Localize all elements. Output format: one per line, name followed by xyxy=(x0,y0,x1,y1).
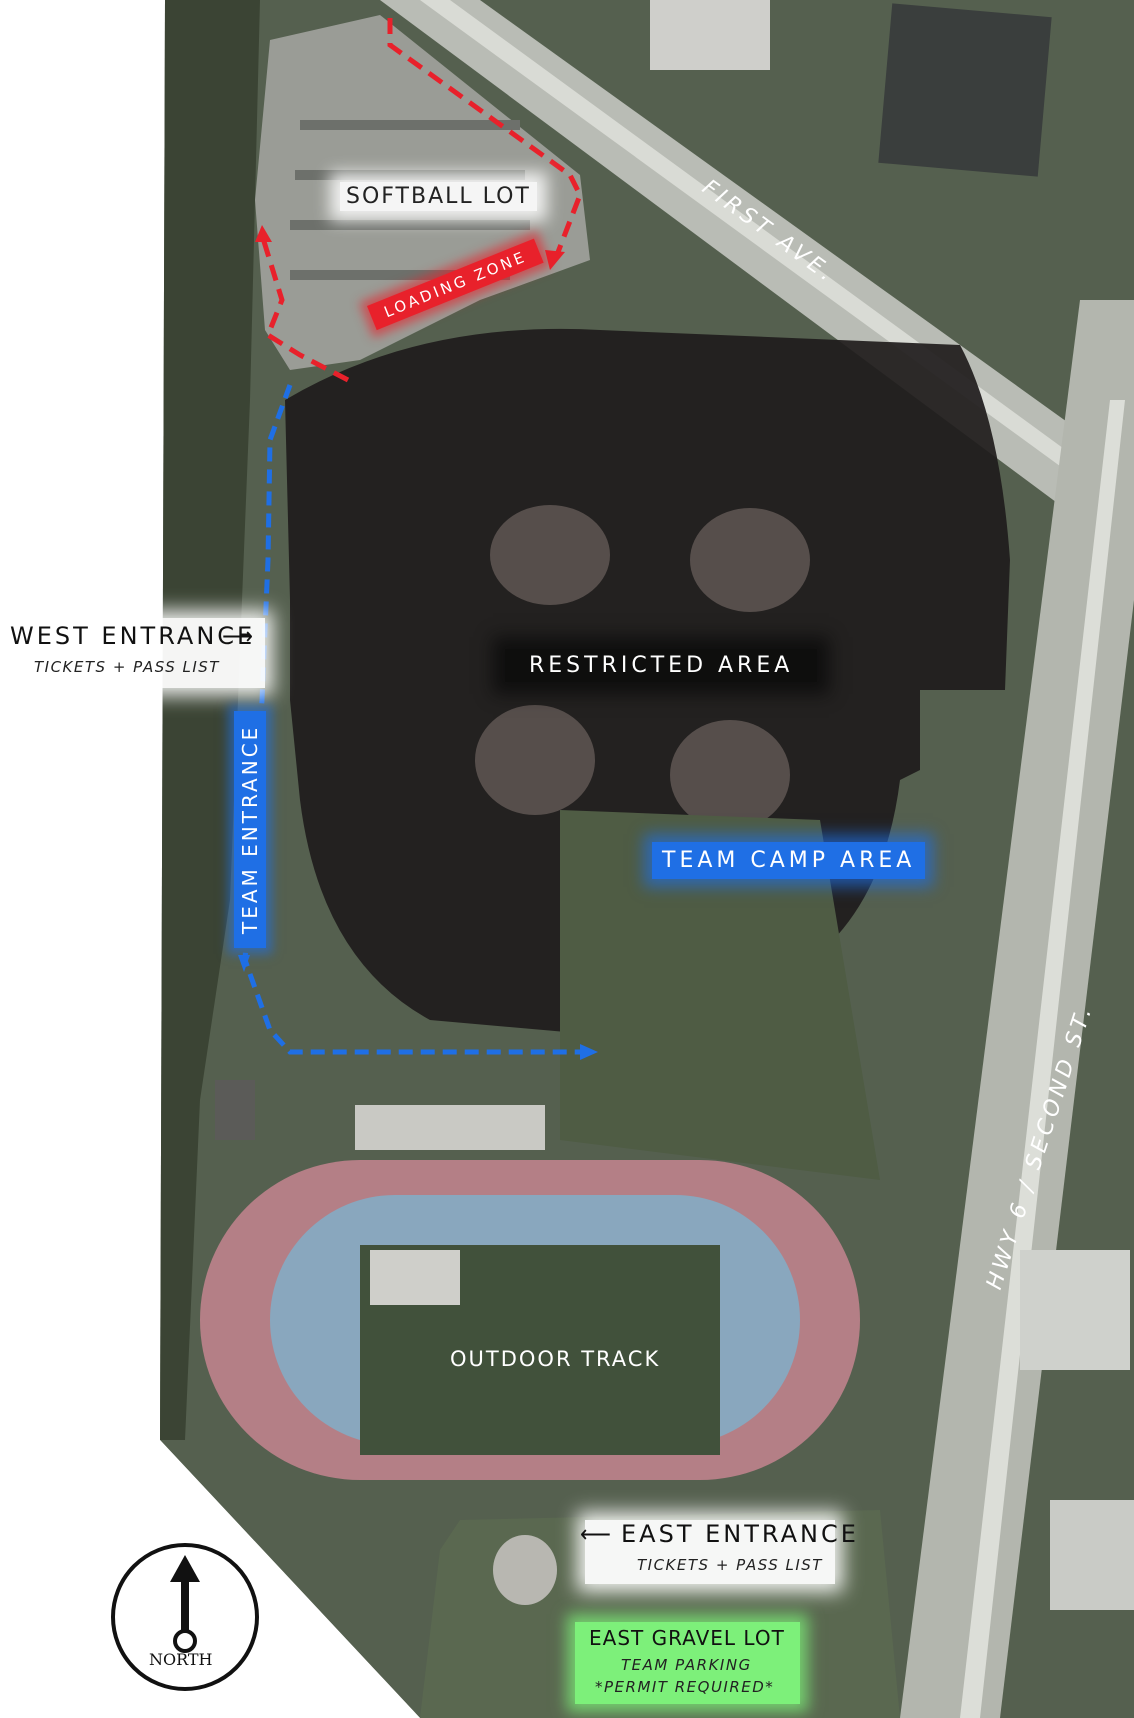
team-camp-area-label: TEAM CAMP AREA xyxy=(652,842,926,879)
north-label: NORTH xyxy=(149,1650,213,1669)
east-gravel-lot-label: EAST GRAVEL LOT xyxy=(589,1626,785,1650)
outdoor-track-label: OUTDOOR TRACK xyxy=(450,1347,661,1371)
team-entrance-label: TEAM ENTRANCE xyxy=(234,710,266,948)
west-entrance-sublabel: TICKETS + PASS LIST xyxy=(34,658,220,676)
hwy6-road xyxy=(900,300,1134,1718)
north-compass xyxy=(111,1543,259,1691)
restricted-area-label: RESTRICTED AREA xyxy=(505,649,818,682)
permit-required-label: *PERMIT REQUIRED* xyxy=(595,1678,775,1696)
building-top-right xyxy=(878,3,1052,177)
arrow-right-icon: ⟶ xyxy=(222,622,253,650)
arrow-left-icon: ⟵ xyxy=(580,1520,611,1548)
east-entrance-sublabel: TICKETS + PASS LIST xyxy=(637,1556,823,1574)
outdoor-track xyxy=(200,1160,860,1480)
softball-lot-label: SOFTBALL LOT xyxy=(340,182,537,211)
east-entrance-callout: ⟵ EAST ENTRANCE TICKETS + PASS LIST xyxy=(580,1520,856,1584)
west-entrance-label: WEST ENTRANCE xyxy=(10,622,256,650)
east-gravel-lot-callout: EAST GRAVEL LOT TEAM PARKING *PERMIT REQ… xyxy=(575,1622,800,1704)
red-route-out xyxy=(259,234,350,383)
east-entrance-label: EAST ENTRANCE xyxy=(621,1520,859,1548)
team-parking-label: TEAM PARKING xyxy=(621,1656,752,1674)
west-entrance-callout: WEST ENTRANCE ⟶ TICKETS + PASS LIST xyxy=(0,618,265,688)
